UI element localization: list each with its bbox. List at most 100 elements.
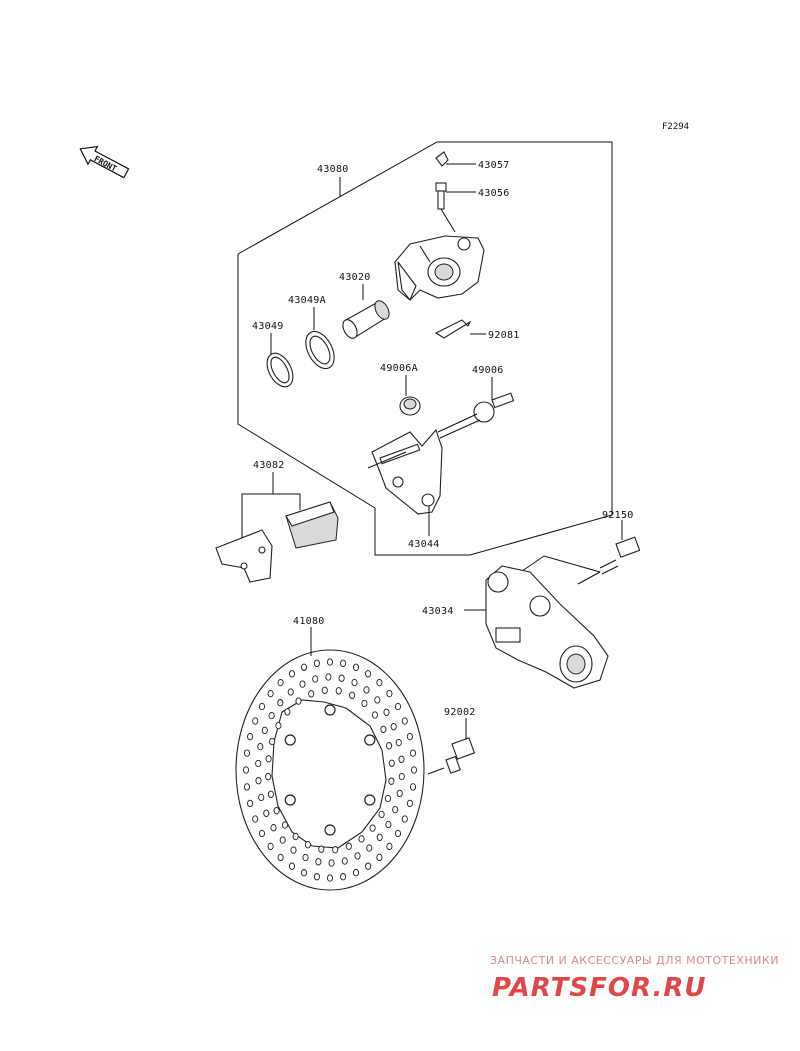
disc-vent-hole — [410, 766, 418, 774]
disc-vent-hole — [409, 783, 417, 791]
disc-bolt[interactable] — [427, 718, 476, 775]
slide-pin[interactable] — [437, 377, 515, 439]
disc-vent-hole — [354, 852, 361, 860]
watermark-logo: PARTSFOR.RU — [492, 973, 706, 1003]
pin-boot[interactable] — [399, 375, 421, 416]
bleeder-cap[interactable] — [435, 151, 476, 167]
disc-vent-hole — [279, 836, 286, 844]
part-label-43080[interactable]: 43080 — [317, 164, 349, 175]
disc-vent-hole — [401, 717, 408, 725]
disc-vent-hole — [369, 824, 376, 832]
disc-vent-hole — [386, 689, 393, 698]
disc-vent-hole — [326, 658, 334, 666]
disc-vent-hole — [349, 691, 356, 699]
disc-vent-hole — [243, 749, 251, 757]
disc-vent-hole — [388, 759, 395, 767]
brake-pads[interactable] — [215, 472, 339, 583]
disc-vent-hole — [383, 708, 390, 716]
disc-vent-hole — [258, 793, 265, 802]
disc-vent-hole — [345, 842, 352, 850]
disc-vent-hole — [380, 725, 387, 733]
part-label-43057[interactable]: 43057 — [478, 160, 510, 171]
caliper-assembly-outline — [237, 141, 613, 556]
disc-vent-hole — [361, 699, 368, 708]
part-label-49006[interactable]: 49006 — [472, 365, 504, 376]
disc-vent-hole — [325, 673, 332, 681]
disc-vent-hole — [252, 815, 259, 823]
disc-vent-hole — [398, 755, 405, 763]
part-label-92150[interactable]: 92150 — [602, 510, 634, 521]
disc-vent-hole — [401, 815, 408, 823]
disc-vent-hole — [277, 853, 284, 862]
disc-vent-hole — [384, 794, 391, 803]
part-label-49006a[interactable]: 49006A — [380, 363, 418, 374]
part-label-43020[interactable]: 43020 — [339, 272, 371, 283]
disc-vent-hole — [304, 841, 311, 849]
part-label-43044[interactable]: 43044 — [408, 539, 440, 550]
disc-vent-hole — [378, 810, 385, 819]
disc-vent-hole — [318, 845, 325, 853]
disc-vent-hole — [315, 858, 322, 866]
part-label-41080[interactable]: 41080 — [293, 616, 325, 627]
watermark: ЗАПЧАСТИ И АКСЕССУАРЫ ДЛЯ МОТОТЕХНИКИ PA… — [490, 954, 779, 1003]
disc-vent-hole — [255, 759, 262, 768]
part-label-43056[interactable]: 43056 — [478, 188, 510, 199]
disc-bolt-hole — [284, 794, 296, 806]
dust-seal[interactable] — [300, 307, 340, 373]
disc-vent-hole — [300, 663, 308, 671]
disc-vent-hole — [267, 689, 274, 698]
disc-vent-hole — [277, 678, 284, 687]
brake-disc[interactable] — [235, 627, 425, 891]
disc-vent-hole — [406, 799, 413, 808]
bleeder-valve[interactable] — [435, 182, 476, 233]
part-label-43034[interactable]: 43034 — [422, 606, 454, 617]
disc-vent-hole — [321, 686, 328, 694]
disc-vent-hole — [386, 842, 393, 851]
disc-vent-hole — [351, 678, 358, 687]
caliper-bracket[interactable] — [367, 428, 443, 536]
part-label-92002[interactable]: 92002 — [444, 707, 476, 718]
disc-vent-hole — [247, 732, 254, 741]
disc-vent-holes — [242, 658, 418, 882]
disc-vent-hole — [352, 869, 360, 877]
disc-vent-hole — [374, 696, 381, 704]
disc-vent-hole — [243, 783, 251, 791]
disc-vent-hole — [395, 738, 402, 747]
part-label-43049a[interactable]: 43049A — [288, 295, 326, 306]
disc-vent-hole — [376, 853, 383, 862]
disc-bolt-hole — [364, 794, 376, 806]
disc-vent-hole — [302, 853, 309, 862]
disc-vent-hole — [247, 799, 254, 808]
disc-vent-hole — [358, 835, 365, 843]
watermark-subtitle: ЗАПЧАСТИ И АКСЕССУАРЫ ДЛЯ МОТОТЕХНИКИ — [490, 954, 779, 967]
disc-vent-hole — [261, 726, 268, 735]
part-label-43082[interactable]: 43082 — [253, 460, 285, 471]
disc-vent-hole — [376, 678, 383, 687]
disc-vent-hole — [385, 820, 392, 829]
pad-spring[interactable] — [434, 319, 486, 339]
disc-vent-hole — [365, 862, 372, 870]
disc-vent-hole — [406, 732, 413, 741]
part-label-92081[interactable]: 92081 — [488, 330, 520, 341]
disc-vent-hole — [363, 686, 370, 694]
piston-seal[interactable] — [262, 333, 298, 391]
disc-bolt-hole — [324, 704, 336, 716]
caliper-mounting-bracket[interactable] — [464, 565, 609, 689]
disc-vent-hole — [300, 869, 308, 877]
disc-vent-hole — [313, 873, 320, 881]
disc-vent-hole — [365, 670, 372, 678]
disc-vent-hole — [312, 675, 319, 683]
disc-bolt-hole — [284, 734, 296, 746]
disc-vent-hole — [340, 873, 347, 881]
part-label-43049[interactable]: 43049 — [252, 321, 284, 332]
caliper-body[interactable] — [394, 235, 485, 302]
disc-vent-hole — [394, 829, 402, 838]
disc-vent-hole — [376, 833, 383, 841]
disc-vent-hole — [265, 755, 272, 763]
disc-bolt-hole — [324, 824, 336, 836]
disc-vent-hole — [265, 773, 272, 781]
piston[interactable] — [340, 284, 392, 341]
disc-vent-hole — [268, 711, 275, 720]
